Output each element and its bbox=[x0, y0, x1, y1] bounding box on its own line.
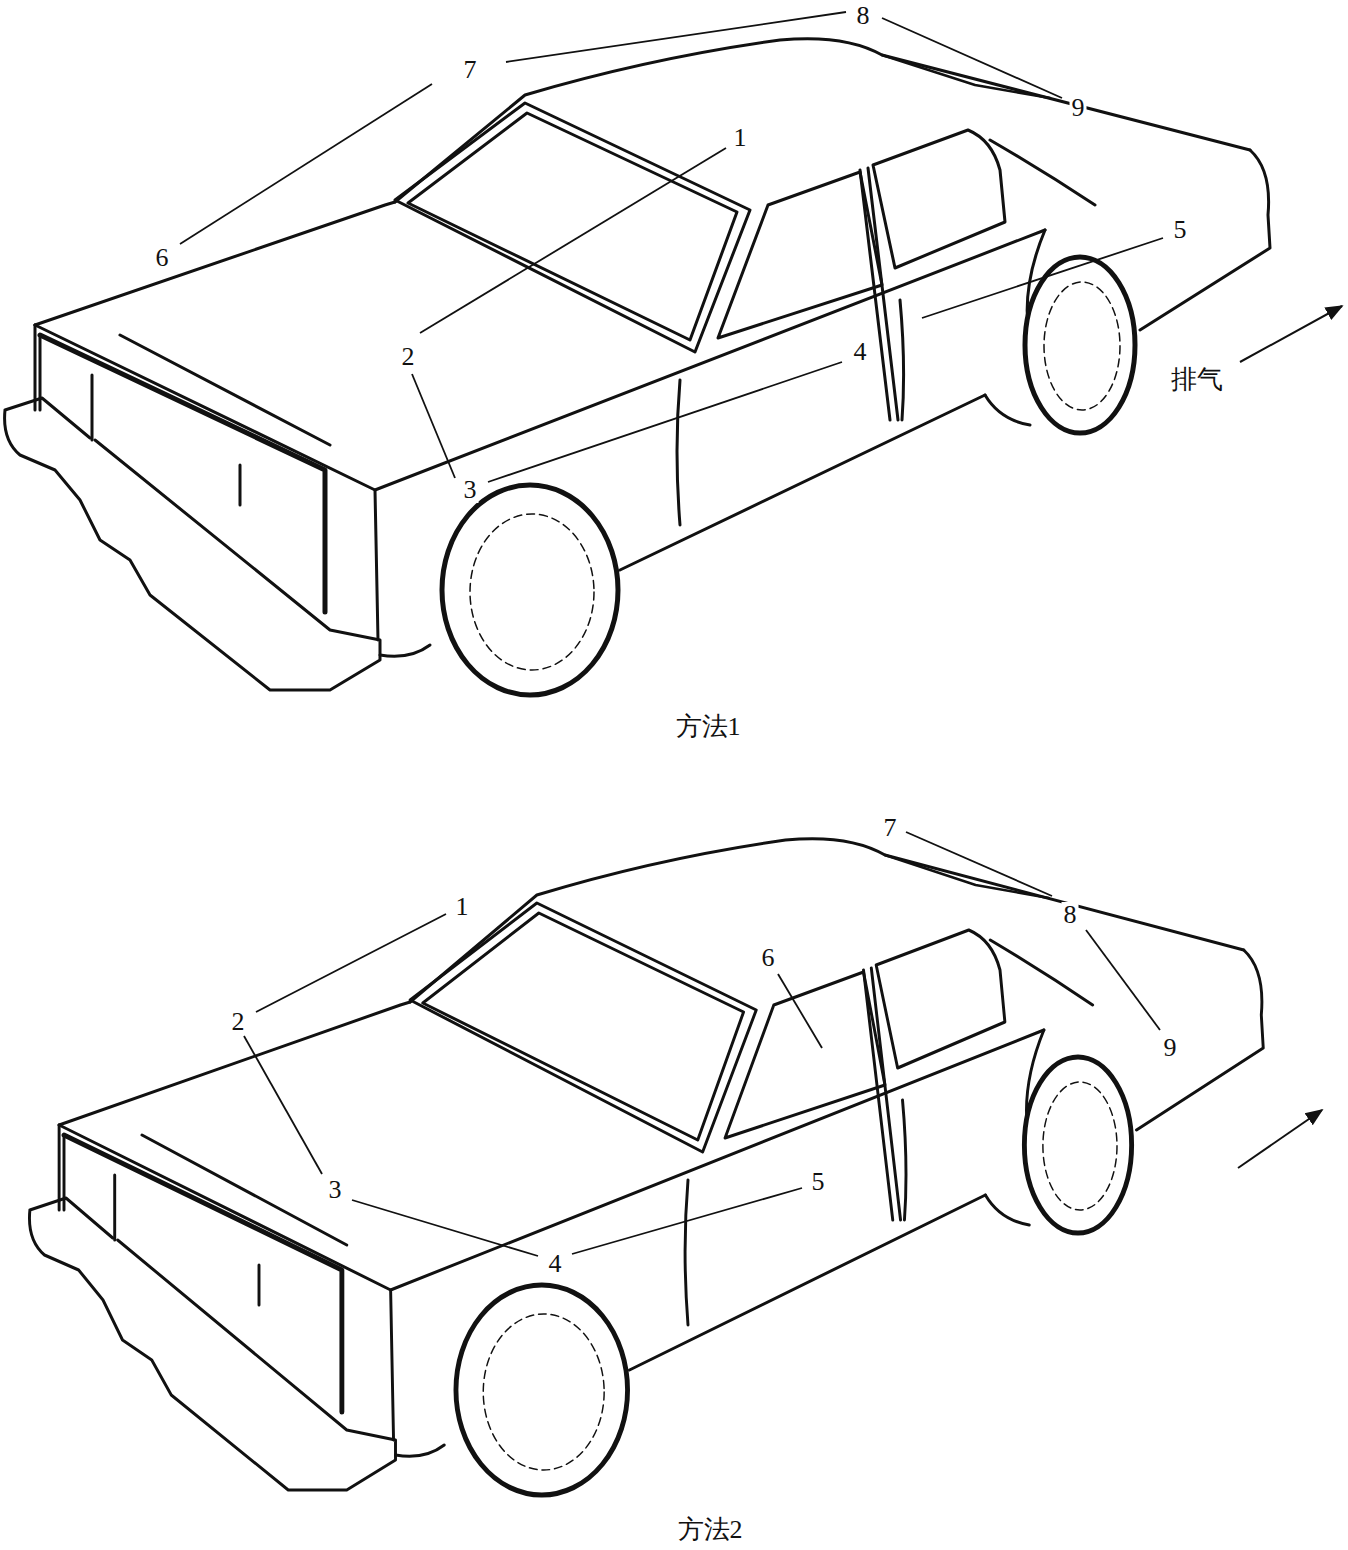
callout-number: 1 bbox=[454, 894, 471, 920]
callout-number: 8 bbox=[1062, 902, 1079, 928]
leader-line bbox=[906, 832, 1052, 896]
callout-number: 7 bbox=[462, 57, 479, 83]
leader-line bbox=[412, 374, 455, 478]
caption: 方法2 bbox=[676, 1517, 745, 1543]
callout-number: 4 bbox=[852, 339, 869, 365]
callout-number: 1 bbox=[732, 125, 749, 151]
exhaust-arrow bbox=[1238, 1110, 1322, 1168]
exhaust-arrow bbox=[1240, 306, 1342, 362]
leader-line bbox=[488, 362, 842, 482]
leader-line bbox=[180, 84, 432, 244]
leader-line bbox=[572, 1188, 802, 1254]
callout-number: 3 bbox=[327, 1177, 344, 1203]
leader-line bbox=[778, 974, 822, 1048]
callout-number: 9 bbox=[1162, 1035, 1179, 1061]
leader-line bbox=[922, 238, 1163, 318]
callout-number: 9 bbox=[1070, 95, 1087, 121]
car-method-1 bbox=[5, 39, 1270, 695]
leader-line bbox=[882, 18, 1062, 98]
callout-number: 8 bbox=[855, 3, 872, 29]
caption: 方法1 bbox=[674, 714, 743, 740]
callout-number: 2 bbox=[400, 344, 417, 370]
callout-number: 3 bbox=[462, 477, 479, 503]
leader-lines bbox=[180, 12, 1163, 1256]
callout-number: 2 bbox=[230, 1009, 247, 1035]
callout-number: 4 bbox=[547, 1251, 564, 1277]
leader-line bbox=[1086, 930, 1160, 1030]
leader-line bbox=[420, 148, 726, 333]
callout-number: 5 bbox=[1172, 217, 1189, 243]
callout-number: 6 bbox=[760, 945, 777, 971]
callout-number: 5 bbox=[810, 1169, 827, 1195]
leader-line bbox=[256, 914, 446, 1012]
leader-line bbox=[244, 1036, 322, 1174]
callout-number: 7 bbox=[882, 815, 899, 841]
callout-number: 6 bbox=[154, 245, 171, 271]
car-method-2 bbox=[29, 839, 1263, 1495]
flow-label: 排气 bbox=[1169, 367, 1225, 393]
leader-line bbox=[352, 1200, 538, 1256]
leader-line bbox=[506, 12, 846, 62]
